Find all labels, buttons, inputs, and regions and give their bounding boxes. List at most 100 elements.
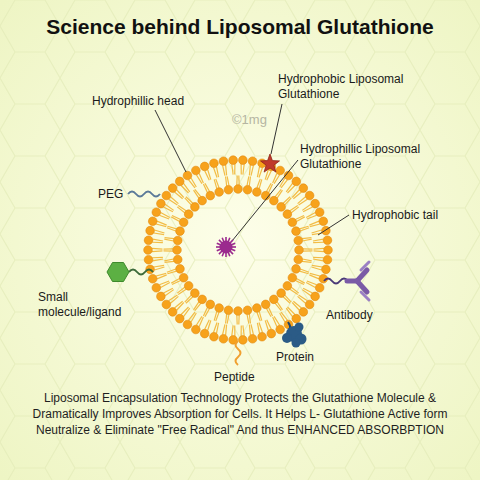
part-label: Hydrophillic Liposomal Glutathione: [300, 142, 435, 172]
lipid-head: [173, 236, 182, 245]
lipid-tail: [203, 307, 207, 316]
lipid-head: [270, 295, 279, 304]
caption: Liposomal Encapsulation Technology Prote…: [14, 390, 466, 438]
lipid-tail: [225, 325, 227, 335]
lipid-head: [305, 191, 314, 200]
hydrophilic-glutathione-ball: [216, 237, 236, 257]
lipid-tail: [152, 257, 163, 259]
antibody-arm-tip: [361, 292, 369, 300]
peptide-chain: [236, 341, 241, 365]
lipid-tail: [164, 288, 173, 293]
lipid-tail: [300, 228, 309, 231]
lipid-tail: [165, 238, 174, 239]
lipid-head: [294, 236, 303, 245]
antibody-linker: [324, 279, 348, 284]
lipid-tail: [290, 289, 298, 294]
lipid-head: [219, 157, 228, 166]
lipid-tail: [177, 287, 184, 293]
lipid-head: [179, 218, 188, 227]
lipid-tail: [214, 311, 217, 320]
lipid-head: [206, 300, 215, 309]
lipid-head: [144, 236, 153, 245]
lipid-tail: [167, 226, 176, 229]
lipid-head: [157, 292, 166, 301]
lipid-tail: [196, 316, 202, 325]
lipid-head: [215, 188, 224, 197]
lipid-head: [191, 289, 200, 298]
lipid-tail: [172, 215, 181, 219]
lipid-tail: [309, 275, 319, 279]
lipid-tail: [251, 324, 253, 334]
lipid-tail: [277, 190, 282, 198]
lipid-tail: [164, 259, 173, 261]
lipid-head: [224, 306, 233, 315]
lipid-tail: [247, 314, 249, 323]
lipid-head: [184, 282, 193, 291]
lipid-head: [295, 246, 304, 255]
lipid-head: [146, 226, 155, 235]
lipid-head: [168, 308, 177, 317]
lipid-tail: [232, 164, 233, 174]
lipid-tail: [313, 248, 323, 250]
lipid-head: [234, 185, 243, 194]
ligand-hexagon: [107, 263, 129, 282]
lipid-tail: [199, 173, 203, 183]
lipid-head: [311, 292, 320, 301]
lipid-tail: [208, 170, 211, 180]
lipid-head: [152, 283, 161, 292]
lipid-tail: [184, 183, 190, 191]
lipid-tail: [249, 314, 250, 323]
lipid-head: [299, 308, 308, 317]
lipid-tail: [152, 242, 163, 244]
lipid-tail: [238, 176, 240, 186]
lipid-head: [243, 185, 252, 194]
lipid-head: [248, 335, 257, 344]
lipid-head: [179, 273, 188, 282]
watermark: ©1mg: [232, 112, 292, 127]
lipid-head: [173, 255, 182, 264]
protein-lobe: [282, 333, 292, 343]
lipid-head: [173, 246, 182, 255]
lipid-head: [168, 184, 177, 193]
lipid-tail: [307, 215, 317, 219]
lipid-tail: [188, 312, 194, 320]
leader-line: [271, 104, 282, 154]
lipid-tail: [232, 325, 233, 335]
lipid-tail: [296, 217, 304, 222]
lipid-tail: [238, 315, 240, 325]
lipid-tail: [266, 308, 271, 316]
lipid-tail: [185, 295, 191, 302]
lipid-head: [148, 217, 157, 226]
lipid-head: [243, 306, 252, 315]
lipid-head: [198, 295, 207, 304]
lipid-tail: [169, 295, 178, 301]
lipid-tail: [247, 176, 249, 185]
lipid-head: [198, 196, 207, 205]
lipid-tail: [154, 233, 164, 235]
part-label: Hydrophillic head: [92, 94, 222, 109]
lipid-tail: [286, 308, 292, 316]
lipid-tail: [257, 323, 259, 333]
protein-lobe: [295, 323, 304, 332]
lipid-head: [176, 265, 185, 274]
lipid-tail: [167, 269, 176, 272]
lipid-head: [162, 300, 171, 309]
protein-blob: [282, 323, 307, 348]
lipid-tail: [175, 301, 183, 308]
lipid-tail: [302, 259, 311, 261]
lipid-head: [323, 255, 332, 264]
lipid-tail: [205, 183, 210, 191]
lipid-head: [315, 208, 324, 217]
lipid-tail: [216, 167, 218, 177]
lipid-tail: [259, 179, 262, 188]
lipid-tail: [303, 250, 313, 252]
lipid-head: [277, 289, 286, 298]
lipid-tail: [281, 180, 287, 188]
lipid-tail: [293, 192, 301, 199]
lipid-head: [200, 162, 209, 171]
lipid-tail: [313, 242, 324, 244]
lipid-tail: [191, 178, 196, 187]
lipid-tail: [312, 265, 322, 267]
lipid-tail: [251, 165, 253, 175]
lipid-tail: [306, 282, 315, 287]
